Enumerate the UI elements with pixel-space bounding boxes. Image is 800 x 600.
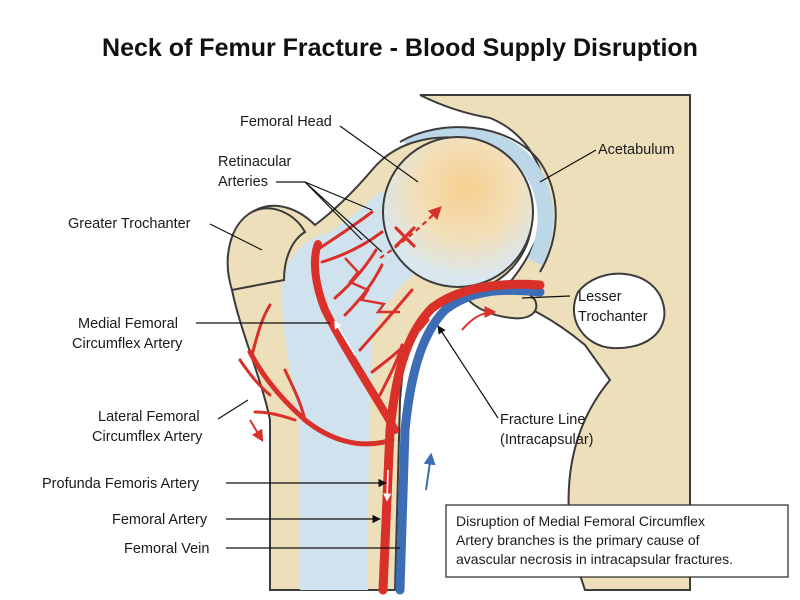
greater-trochanter-shape: [226, 207, 307, 292]
note-line-2: Artery branches is the primary cause of: [456, 532, 700, 548]
label-femoral-artery: Femoral Artery: [112, 512, 208, 528]
leader-lines: [196, 125, 597, 549]
diagram-title: Neck of Femur Fracture - Blood Supply Di…: [102, 34, 698, 62]
label-femoral-vein: Femoral Vein: [124, 541, 209, 557]
flow-arrow-icon: [423, 452, 436, 491]
label-fracture-line-1: Fracture Line: [500, 412, 585, 428]
flow-arrow-icon: [461, 306, 497, 331]
label-medial-femoral-circumflex-line1: Medial Femoral: [78, 316, 178, 332]
label-femoral-head: Femoral Head: [240, 114, 332, 130]
label-medial-femoral-circumflex-line2: Circumflex Artery: [72, 336, 183, 352]
medial-femoral-circumflex-artery: [310, 240, 399, 434]
note-line-1: Disruption of Medial Femoral Circumflex: [456, 513, 705, 529]
fracture-zigzag-icon: [344, 257, 400, 314]
label-retinacular-arteries-line2: Arteries: [218, 174, 268, 190]
label-retinacular-arteries-line1: Retinacular: [218, 154, 292, 170]
label-profunda-femoris-artery: Profunda Femoris Artery: [42, 476, 200, 492]
label-lesser-trochanter-line1: Lesser: [578, 289, 622, 305]
label-fracture-line-2: (Intracapsular): [500, 432, 593, 448]
flow-arrow-icon: [249, 419, 264, 443]
vessels: [238, 210, 545, 595]
obturator-foramen: [572, 272, 666, 350]
femoral-head: [382, 136, 534, 288]
blocked-flow-x-icon: [379, 206, 442, 259]
label-greater-trochanter: Greater Trochanter: [68, 216, 191, 232]
note-box: Disruption of Medial Femoral Circumflex …: [445, 504, 789, 578]
femoral-vein: [395, 285, 545, 595]
label-lateral-femoral-circumflex-line2: Circumflex Artery: [92, 429, 203, 445]
femoral-artery: [378, 279, 545, 595]
note-line-3: avascular necrosis in intracapsular frac…: [456, 551, 733, 567]
label-acetabulum: Acetabulum: [598, 142, 675, 158]
label-lesser-trochanter-line2: Trochanter: [578, 309, 648, 325]
label-lateral-femoral-circumflex-line1: Lateral Femoral: [98, 409, 200, 425]
